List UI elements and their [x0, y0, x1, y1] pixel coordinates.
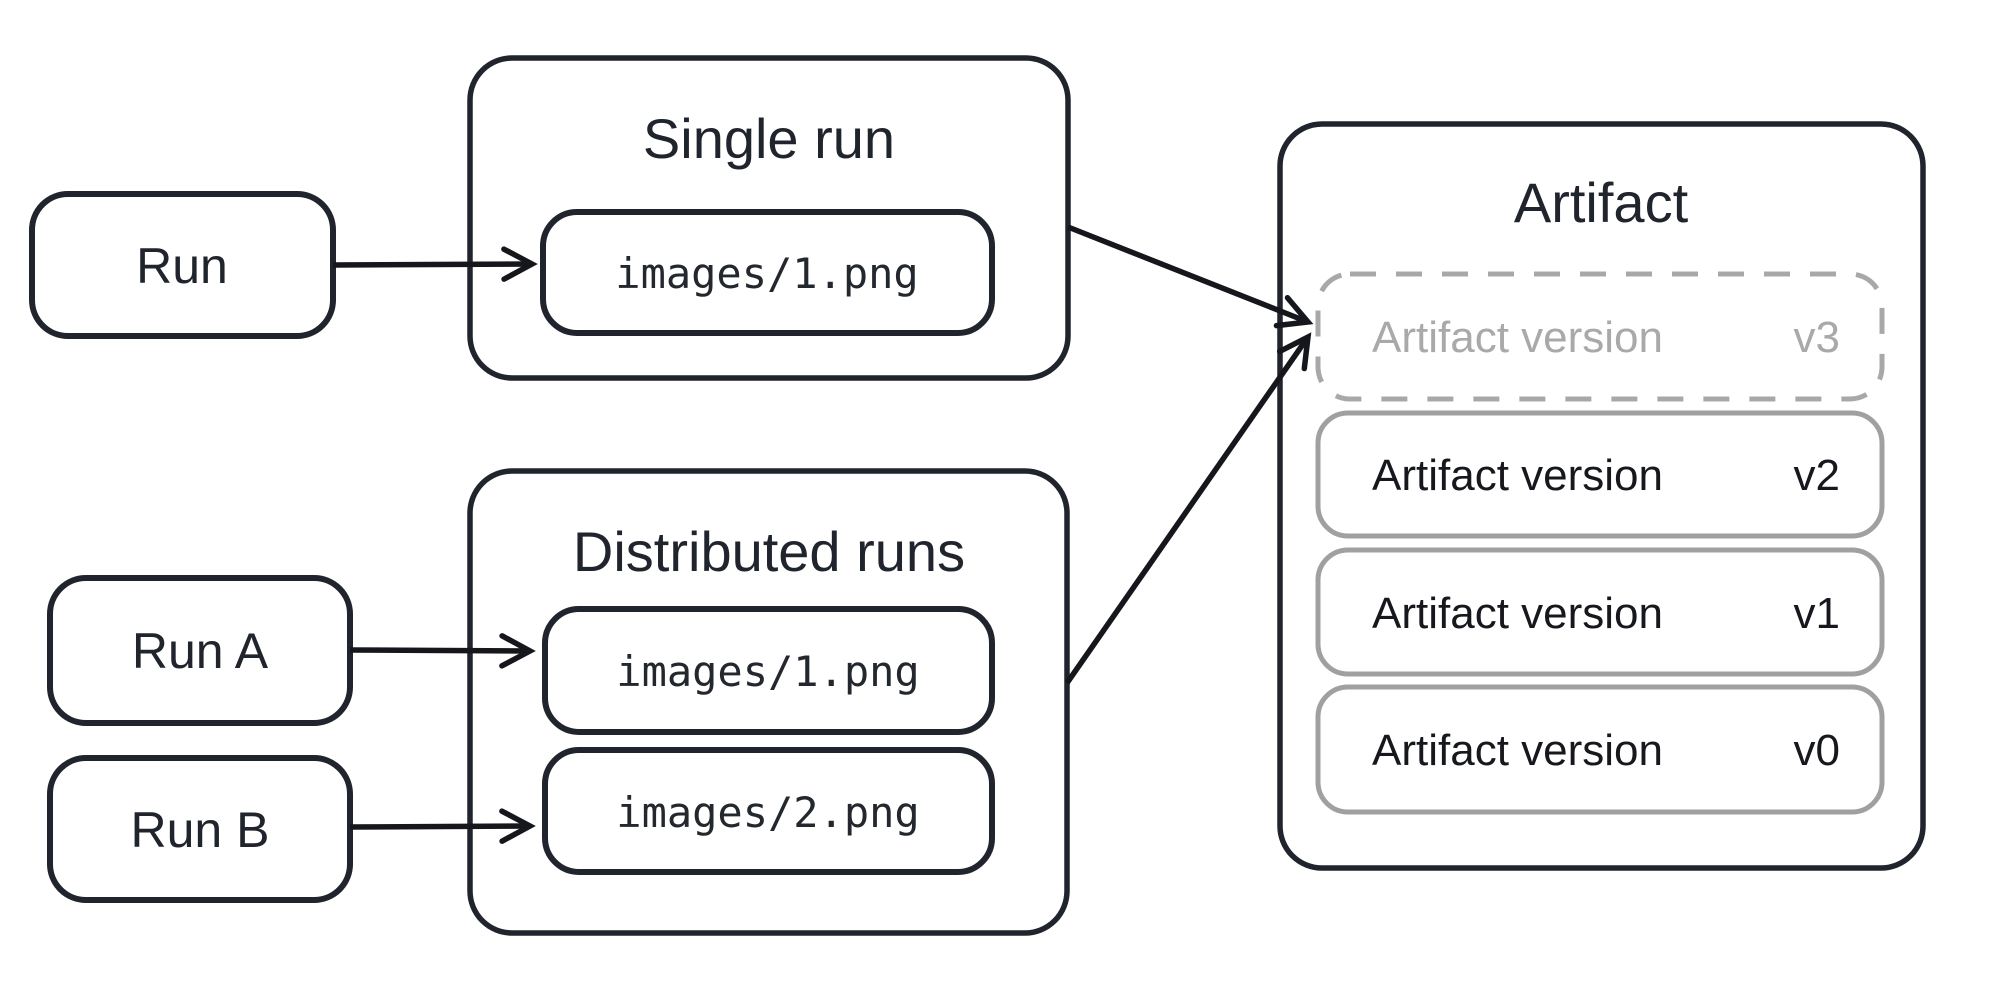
artifact-version-v3-label: Artifact version	[1372, 313, 1663, 362]
run-node-label: Run	[136, 238, 228, 294]
artifact-version-v3-tag: v3	[1794, 313, 1840, 362]
artifact-version-v0-tag: v0	[1794, 726, 1840, 775]
single-run-file-box	[540, 209, 995, 336]
artifact-version-v1-box	[1315, 547, 1885, 677]
artifact-version-v1-label: Artifact version	[1372, 589, 1663, 638]
run-b-node-label: Run B	[131, 802, 270, 858]
distributed-file-1-label: images/1.png	[616, 647, 919, 696]
distributed-file-2-box	[542, 747, 995, 875]
arrow-run-b-to-file2	[349, 808, 536, 844]
distributed-file-2-label: images/2.png	[616, 788, 919, 837]
artifact-version-v0-label: Artifact version	[1372, 726, 1663, 775]
artifact-version-v0-box	[1315, 684, 1885, 815]
artifact-version-v1-tag: v1	[1794, 589, 1840, 638]
artifact-group-title: Artifact	[1514, 171, 1689, 234]
arrow-distributed-runs-to-v3	[1064, 332, 1312, 685]
arrow-single-run-to-v3	[1066, 224, 1314, 329]
single-run-group-title: Single run	[643, 107, 895, 170]
artifact-version-v2-tag: v2	[1794, 451, 1840, 500]
run-b-node-box	[47, 755, 353, 903]
distributed-runs-group-title: Distributed runs	[573, 520, 965, 583]
single-run-file-label: images/1.png	[615, 249, 918, 298]
arrow-run-a-to-file1	[349, 633, 536, 669]
artifact-version-v3-box	[1315, 271, 1885, 402]
artifact-version-v2-label: Artifact version	[1372, 451, 1663, 500]
run-a-node-label: Run A	[132, 623, 269, 679]
arrow-run-to-file	[332, 246, 538, 282]
artifact-version-v2-box	[1315, 410, 1885, 539]
distributed-file-1-box	[542, 606, 995, 735]
